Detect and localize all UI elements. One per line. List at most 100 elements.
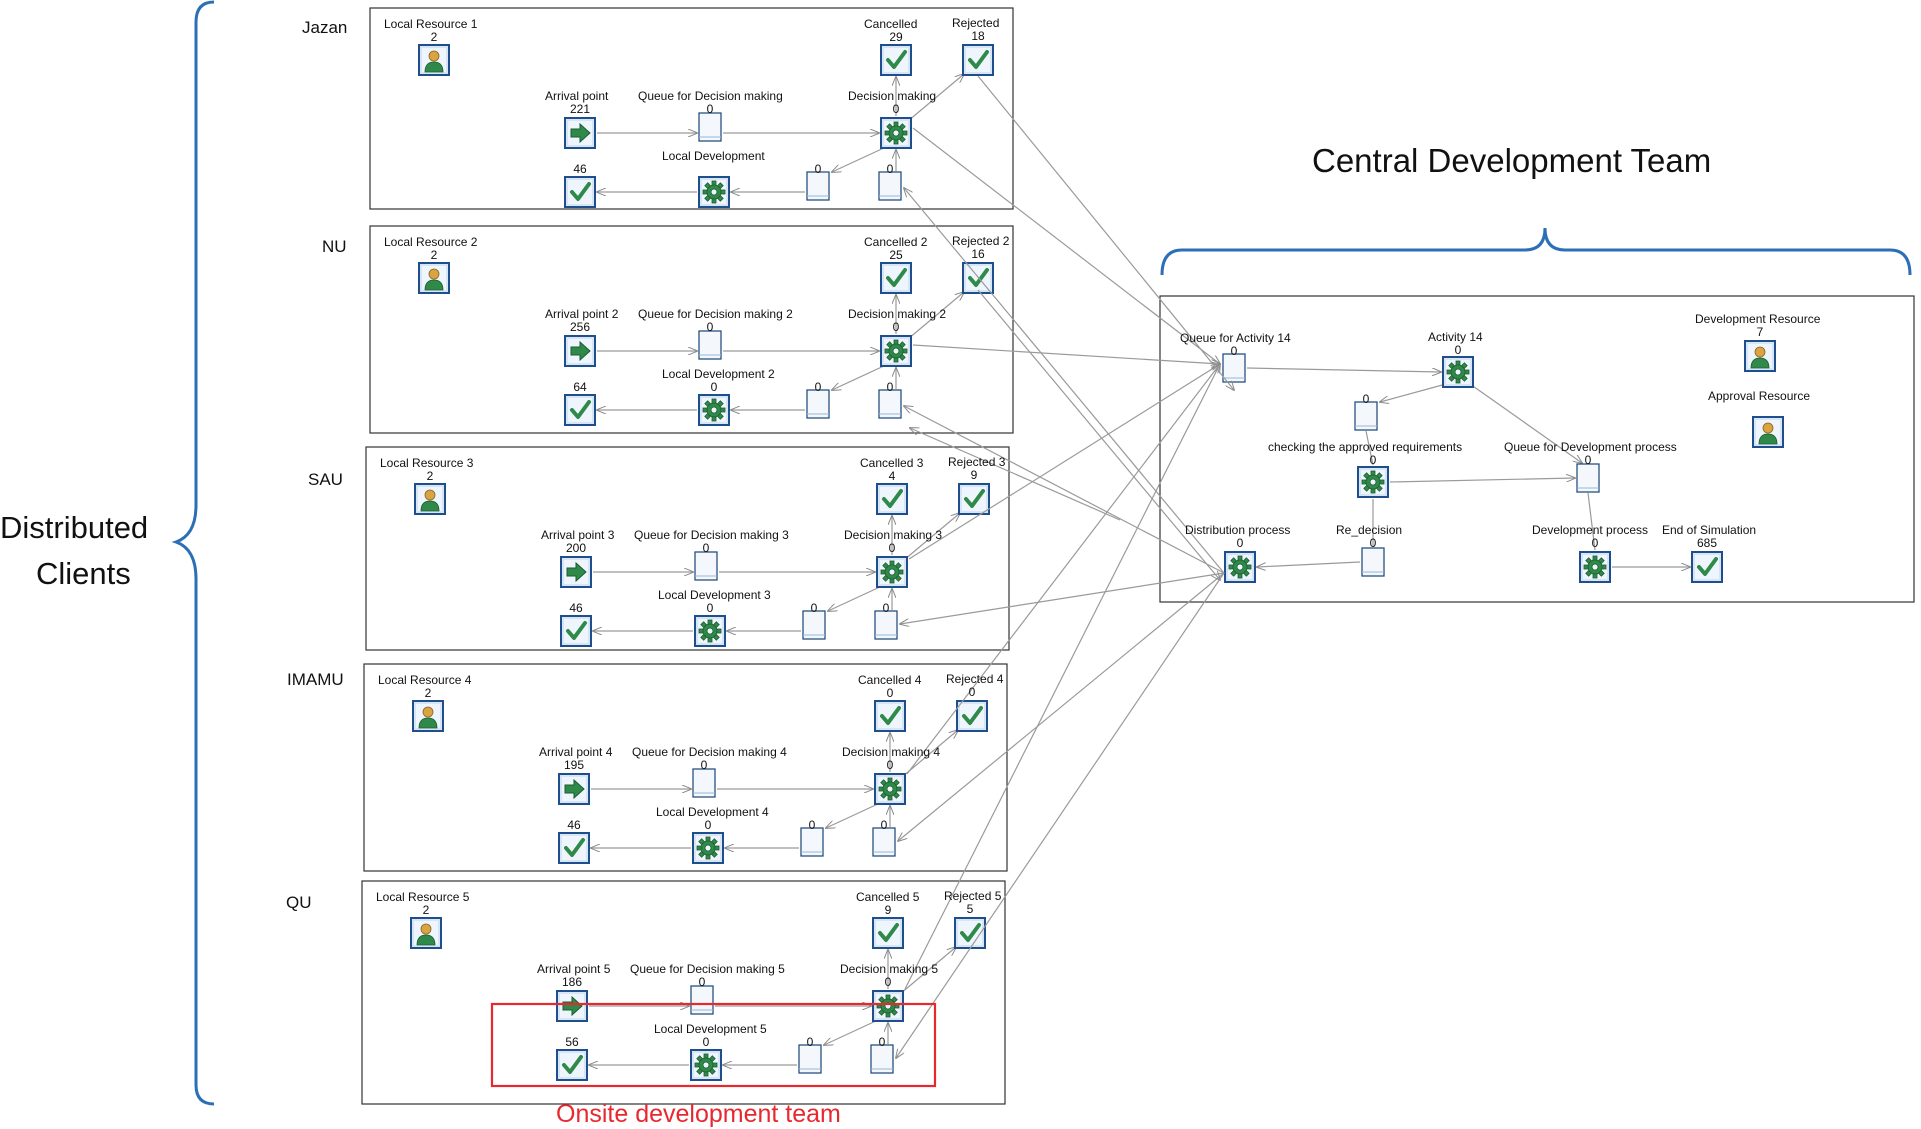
rejected-value: 0 (968, 685, 976, 699)
checking-requirements-icon (1357, 466, 1389, 498)
client-panel-qu (361, 880, 1006, 1105)
cancelled-label: Cancelled 4 (858, 673, 922, 687)
rejected-label: Rejected 4 (946, 672, 1004, 686)
activity14-queue-value: 0 (1230, 344, 1238, 358)
arrival-point-icon (556, 990, 588, 1022)
link-decision-to-central (906, 364, 1220, 775)
decision-queue-label: Queue for Decision making (638, 89, 783, 103)
local-dev-queue-icon (806, 171, 830, 201)
arrival-point-icon (558, 773, 590, 805)
arrival-point-icon (564, 117, 596, 149)
local-development-icon (692, 832, 724, 864)
decision-making-label: Decision making 4 (842, 745, 941, 759)
link-decision-to-central (912, 127, 1220, 364)
local-development-value: 0 (702, 1035, 710, 1049)
local-resource-icon (418, 44, 450, 76)
decision-queue-value: 0 (706, 102, 714, 116)
central-title: Central Development Team (1312, 142, 1712, 179)
local-resource-label: Local Resource 3 (380, 456, 474, 470)
decision-queue-icon (692, 768, 716, 798)
arrival-point-label: Arrival point (545, 89, 609, 103)
local-resource-value: 2 (430, 248, 438, 262)
decision-making-label: Decision making 5 (840, 962, 939, 976)
link-distribution-to-client (898, 572, 1225, 841)
decision-queue-label: Queue for Decision making 3 (634, 528, 789, 542)
client-panel-sau (365, 446, 1010, 651)
activity14-value: 0 (1454, 343, 1462, 357)
connector-arrow (1246, 367, 1441, 372)
decision-queue-label: Queue for Decision making 2 (638, 307, 793, 321)
local-done-value: 64 (573, 380, 587, 394)
decision-making-icon (874, 773, 906, 805)
client-name: IMAMU (287, 670, 344, 689)
rejected-label: Rejected (952, 16, 1000, 30)
top-brace (1160, 227, 1912, 276)
return-queue-icon (872, 827, 896, 857)
decision-making-value: 0 (888, 541, 896, 555)
rejected-label: Rejected 3 (948, 455, 1006, 469)
cancelled-label: Cancelled 3 (860, 456, 924, 470)
local-development-label: Local Development 2 (662, 367, 775, 381)
cancelled-sink-icon (876, 483, 908, 515)
decision-making-label: Decision making 2 (848, 307, 947, 321)
link-distribution-to-client (904, 188, 1225, 574)
local-resource-label: Local Resource 2 (384, 235, 478, 249)
decision-queue-icon (694, 551, 718, 581)
arrival-point-value: 186 (561, 975, 583, 989)
return-queue-value: 0 (882, 601, 890, 615)
decision-queue-label: Queue for Decision making 4 (632, 745, 787, 759)
local-dev-queue-value: 0 (806, 1035, 814, 1049)
connector-arrow (1380, 383, 1447, 402)
client-name: Jazan (302, 18, 348, 37)
cancelled-value: 0 (886, 686, 894, 700)
local-dev-queue-value: 0 (810, 601, 818, 615)
return-queue-icon (870, 1044, 894, 1074)
return-queue-value: 0 (886, 162, 894, 176)
decision-queue-icon (698, 330, 722, 360)
local-development-value: 0 (710, 380, 718, 394)
local-development-value: 0 (706, 601, 714, 615)
local-development-label: Local Development 3 (658, 588, 771, 602)
local-done-value: 46 (567, 818, 581, 832)
cancelled-value: 9 (884, 903, 892, 917)
local-resource-value: 2 (426, 469, 434, 483)
activity14-label: Activity 14 (1428, 330, 1483, 344)
connector-arrow (826, 802, 881, 828)
checking-requirements-value: 0 (1369, 453, 1377, 467)
local-development-icon (690, 1049, 722, 1081)
local-resource-value: 2 (422, 903, 430, 917)
rejected-label: Rejected 5 (944, 889, 1002, 903)
rejected-sink-icon (958, 483, 990, 515)
approval-resource-icon (1752, 416, 1784, 448)
rejected-value: 9 (970, 468, 978, 482)
distribution-process-value: 0 (1236, 536, 1244, 550)
local-dev-queue-icon (802, 610, 826, 640)
left-title-line1: Distributed (0, 510, 149, 545)
arrival-point-label: Arrival point 4 (539, 745, 613, 759)
left-title-line2: Clients (36, 556, 131, 591)
development-queue-value: 0 (1584, 453, 1592, 467)
local-done-value: 46 (573, 162, 587, 176)
local-done-sink-icon (564, 176, 596, 208)
development-process-value: 0 (1591, 536, 1599, 550)
link-distribution-to-client (900, 572, 1225, 624)
end-of-simulation-icon (1691, 551, 1723, 583)
activity14-queue-label: Queue for Activity 14 (1180, 331, 1291, 345)
local-dev-queue-value: 0 (814, 380, 822, 394)
decision-making-icon (876, 556, 908, 588)
connector-arrow (1257, 561, 1361, 567)
link-central-to-client (910, 428, 1121, 521)
local-development-label: Local Development (662, 149, 765, 163)
arrival-point-value: 200 (565, 541, 587, 555)
client-name: QU (286, 893, 312, 912)
development-resource-icon (1744, 340, 1776, 372)
link-reject-to-central (977, 289, 1220, 580)
rejected-sink-icon (962, 44, 994, 76)
client-panel-imamu (363, 663, 1008, 872)
activity14-icon (1442, 356, 1474, 388)
local-dev-queue-value: 0 (808, 818, 816, 832)
link-decision-to-central (912, 344, 1220, 364)
connector-arrow (1587, 492, 1596, 551)
decision-making-icon (880, 117, 912, 149)
rejected-sink-icon (962, 262, 994, 294)
